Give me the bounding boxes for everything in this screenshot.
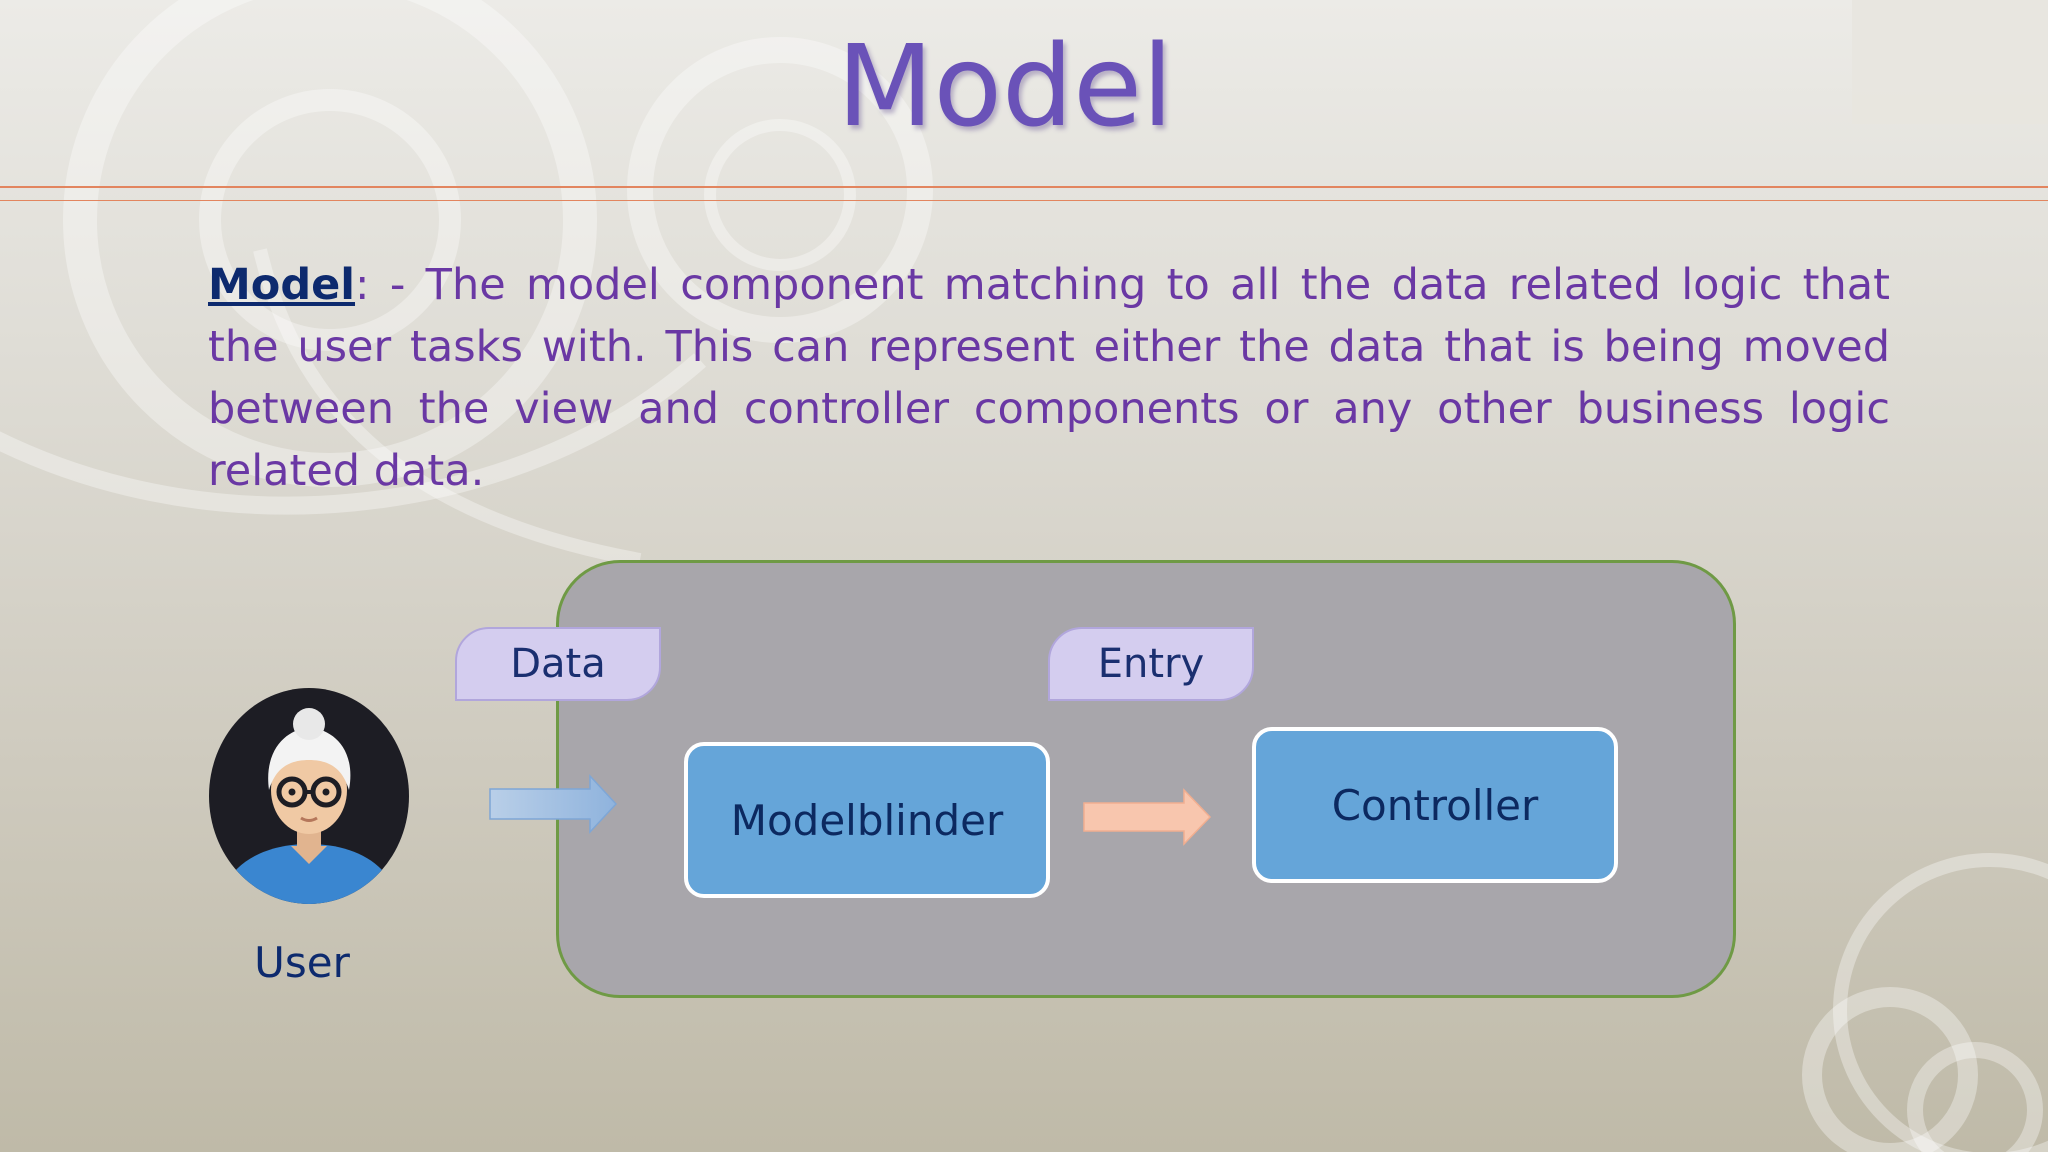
model-term: Model	[208, 260, 356, 310]
entry-label-tag: Entry	[1048, 627, 1254, 701]
user-avatar-icon	[209, 688, 409, 904]
modelblinder-label: Modelblinder	[730, 795, 1004, 845]
modelblinder-box: Modelblinder	[684, 742, 1050, 898]
controller-box: Controller	[1252, 727, 1618, 883]
controller-label: Controller	[1331, 780, 1539, 830]
model-description-text: : - The model component matching to all …	[208, 260, 1890, 496]
slide-title: Model	[836, 22, 1174, 152]
user-label: User	[254, 938, 350, 987]
header-rule-bottom	[0, 200, 2048, 201]
model-description: Model: - The model component matching to…	[208, 254, 1890, 502]
header-rule-top	[0, 186, 2048, 188]
arrow-right-icon	[489, 774, 618, 834]
data-label-tag: Data	[455, 627, 661, 701]
corner-panel	[1852, 0, 2048, 124]
arrow-right-icon	[1083, 788, 1212, 846]
